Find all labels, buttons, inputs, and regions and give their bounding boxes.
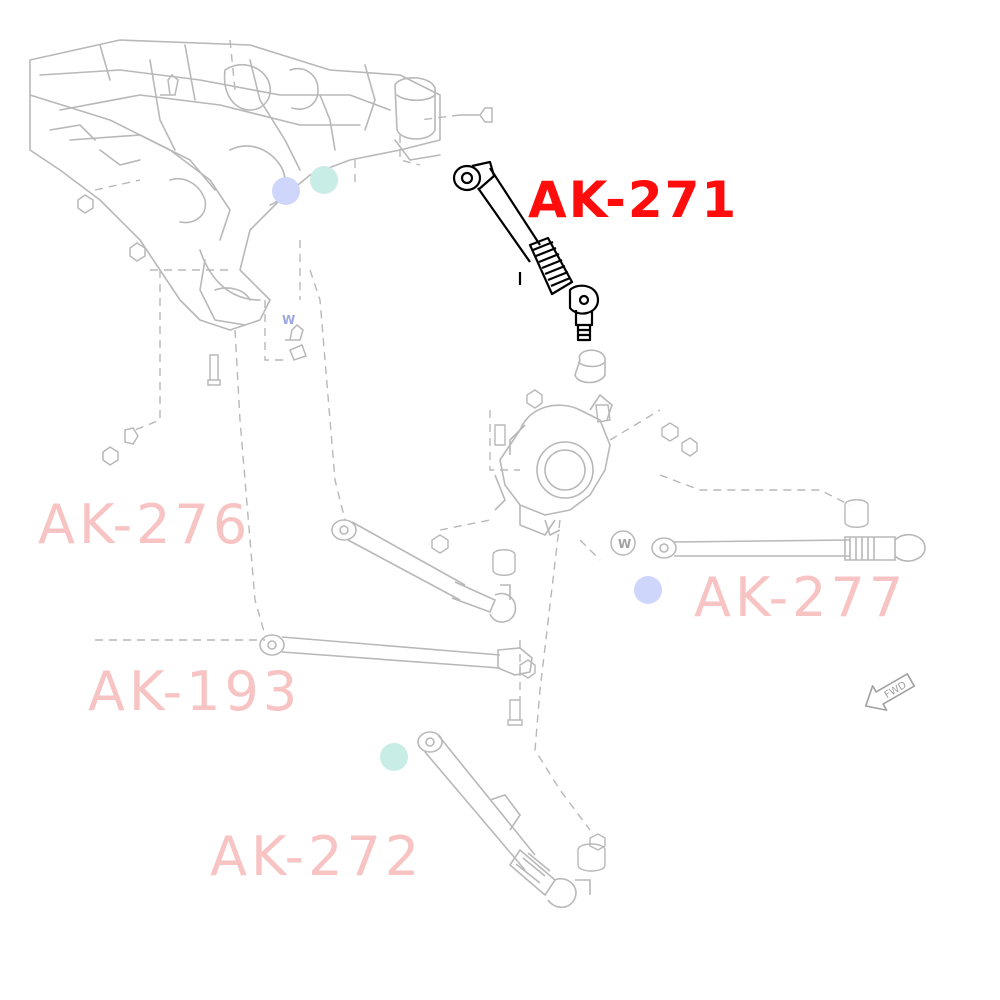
arm-ak-277 [651, 533, 926, 562]
blue-dot [634, 576, 662, 604]
arm-ak-276 [331, 519, 517, 623]
svg-text:FWD: FWD [883, 680, 909, 701]
arm-ak-271 [452, 160, 600, 342]
knuckle-fasteners [431, 389, 869, 872]
forward-arrow-icon: FWD [864, 673, 916, 711]
w-marker-left: W [282, 313, 295, 327]
label-ak-271: AK-271 [528, 171, 739, 229]
svg-text:W: W [618, 537, 631, 551]
teal-dot [310, 166, 338, 194]
label-ak-193: AK-193 [88, 660, 302, 723]
arm-ak-193 [259, 634, 533, 676]
teal-dot [380, 743, 408, 771]
w-marker-right: W [610, 530, 636, 556]
rear-subframe [29, 39, 441, 331]
label-ak-276: AK-276 [38, 493, 252, 556]
svg-text:W: W [282, 313, 295, 327]
blue-dot [272, 177, 300, 205]
rear-knuckle [494, 349, 613, 536]
label-ak-272: AK-272 [210, 825, 424, 888]
label-ak-277: AK-277 [694, 566, 908, 629]
arm-ak-272 [417, 731, 591, 909]
subframe-fasteners [77, 73, 493, 466]
